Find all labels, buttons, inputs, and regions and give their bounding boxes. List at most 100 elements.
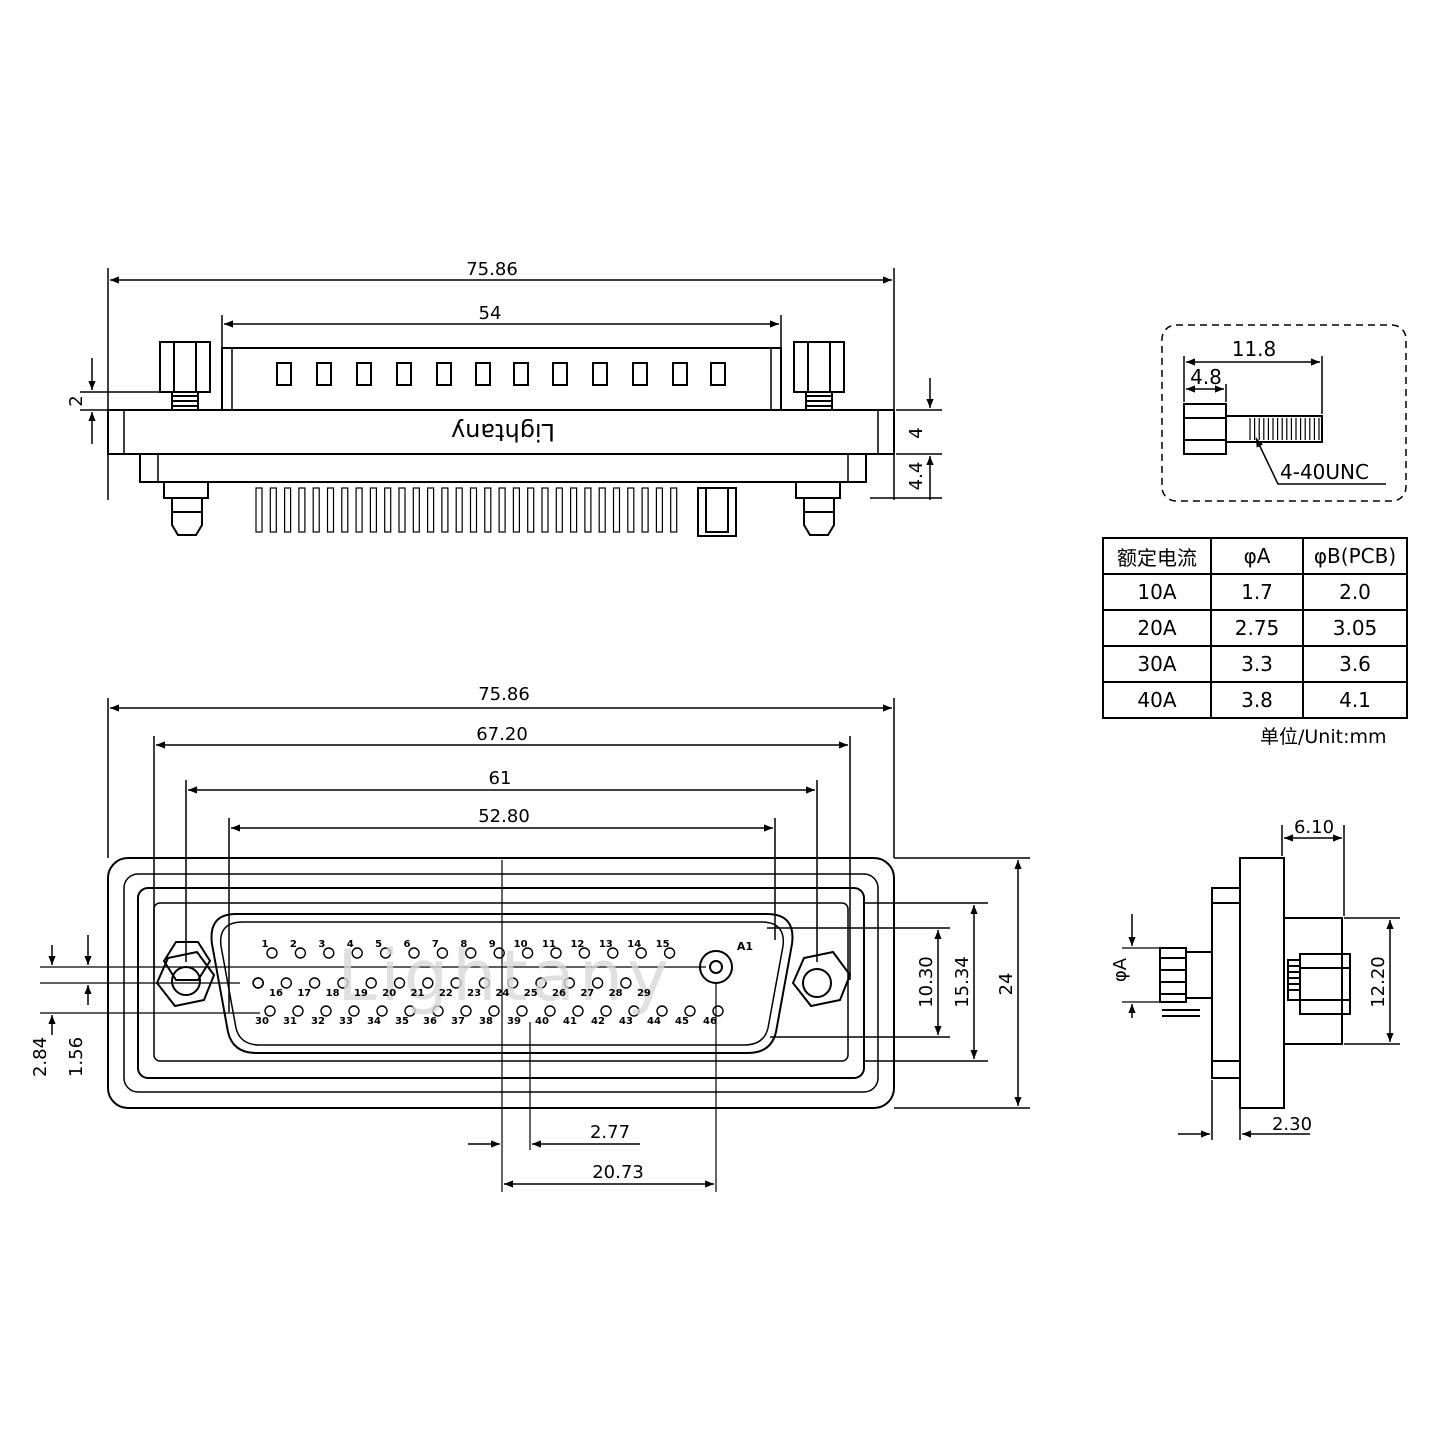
pin-number: 16 <box>269 988 283 999</box>
pin-number: 46 <box>703 1016 717 1027</box>
pin-number: 18 <box>326 988 340 999</box>
pin-number: 37 <box>451 1016 465 1027</box>
dim-67-20: 67.20 <box>476 724 528 745</box>
pcb-pin-tail <box>670 487 678 533</box>
pin-number: 30 <box>255 1016 269 1027</box>
contact-pin <box>478 977 491 989</box>
side-flange <box>1239 857 1285 1109</box>
pin-number: 36 <box>423 1016 437 1027</box>
pin-number: 41 <box>563 1016 577 1027</box>
pcb-pin-tail <box>284 487 292 533</box>
dim-2-77: 2.77 <box>590 1122 630 1143</box>
pin-number: 45 <box>675 1016 689 1027</box>
board-lock-right <box>795 481 841 536</box>
contact-pin <box>563 977 575 989</box>
pin-number: 35 <box>395 1016 409 1027</box>
cell-phi-b: 3.6 <box>1302 645 1408 683</box>
contact-pin <box>544 1005 556 1017</box>
pin-number: 19 <box>354 988 368 999</box>
contact-pin <box>280 977 292 989</box>
screw-detail <box>1161 324 1407 502</box>
contact-pin <box>607 947 619 959</box>
cell-current: 10A <box>1102 573 1212 611</box>
contact-pin <box>348 1005 360 1017</box>
pin-number: 23 <box>467 988 481 999</box>
pin-number: 1 <box>262 939 269 950</box>
svg-text:Lightany: Lightany <box>337 935 672 1017</box>
pcb-pin-tail <box>341 487 349 533</box>
dim-24: 24 <box>996 973 1017 996</box>
pcb-pins <box>255 487 678 533</box>
top-view <box>80 268 942 537</box>
contact-pin <box>507 977 519 989</box>
contact-pin <box>393 977 406 989</box>
cell-current: 20A <box>1102 609 1212 647</box>
current-spec-table: 额定电流 φA φB(PCB) 10A 1.7 2.0 20A 2.75 3.0… <box>1102 537 1408 719</box>
cell-phi-a: 1.7 <box>1210 573 1304 611</box>
dim-4: 4 <box>906 427 927 438</box>
contact-pin <box>365 977 377 989</box>
contact-pin <box>292 1005 304 1017</box>
contact-windows <box>276 362 726 386</box>
dim-61: 61 <box>489 768 512 789</box>
dim-11-8: 11.8 <box>1232 337 1277 361</box>
pin-number: 43 <box>619 1016 633 1027</box>
contact-pin <box>351 947 363 959</box>
pin-number: 24 <box>495 988 509 999</box>
contact-pin <box>436 947 449 959</box>
pin-number: 13 <box>599 939 613 950</box>
pin-number: 14 <box>627 939 641 950</box>
contact-pin <box>460 1005 472 1017</box>
contact-pin <box>252 977 264 989</box>
pcb-pin-tail <box>498 487 506 533</box>
dim-52-80: 52.80 <box>478 806 530 827</box>
dim-phi-a: φA <box>1110 957 1131 982</box>
pcb-pin-tail <box>441 487 449 533</box>
contact-pin <box>404 1005 416 1017</box>
pcb-pin-tail <box>255 487 263 533</box>
header-rated-current: 额定电流 <box>1102 537 1212 575</box>
pin-number: 42 <box>591 1016 605 1027</box>
contact-pin <box>323 947 335 959</box>
table-row: 20A 2.75 3.05 <box>1102 609 1408 647</box>
contact-pin <box>712 1005 724 1017</box>
dim-shell-width: 54 <box>479 303 502 324</box>
pin-number: 31 <box>283 1016 297 1027</box>
pcb-pin-tail <box>612 487 621 533</box>
header-phi-b: φB(PCB) <box>1302 537 1408 575</box>
detail-frame <box>1161 324 1407 502</box>
unit-note: 单位/Unit:mm <box>1260 726 1387 748</box>
pin-number: 4 <box>347 939 354 950</box>
pcb-pin-tail <box>598 487 606 533</box>
cell-phi-b: 2.0 <box>1302 573 1408 611</box>
table-row: 40A 3.8 4.1 <box>1102 681 1408 719</box>
pcb-pin-tail <box>312 487 320 533</box>
dim-2: 2 <box>66 395 87 406</box>
dim-6-10: 6.10 <box>1294 817 1334 838</box>
contact-pin <box>376 1005 388 1017</box>
pin-number: 38 <box>479 1016 493 1027</box>
pin-number: 44 <box>647 1016 661 1027</box>
contact-pin <box>578 947 591 959</box>
pcb-pin-tail <box>541 487 549 533</box>
jack-screw-left <box>159 341 211 411</box>
cell-current: 40A <box>1102 681 1212 719</box>
dim-4-8: 4.8 <box>1190 365 1222 389</box>
pcb-pin-tail <box>355 487 363 533</box>
screw-detail-labels: 11.8 4.8 4-40UNC <box>1190 337 1369 484</box>
pcb-pin-tail <box>527 487 535 533</box>
dim-15-34: 15.34 <box>952 956 973 1008</box>
coax-label: A1 <box>737 940 753 953</box>
contact-pin <box>591 977 604 989</box>
pin-number: 7 <box>432 939 439 950</box>
contact-pin <box>535 977 547 989</box>
pin-number: 29 <box>637 988 651 999</box>
table-row: 10A 1.7 2.0 <box>1102 573 1408 611</box>
contact-pin <box>379 947 392 959</box>
contact-pin <box>635 947 647 959</box>
contact-pin <box>493 947 505 959</box>
pin-number: 17 <box>297 988 311 999</box>
pin-number: 27 <box>580 988 594 999</box>
pin-number: 33 <box>339 1016 353 1027</box>
contact-pin <box>408 947 420 959</box>
